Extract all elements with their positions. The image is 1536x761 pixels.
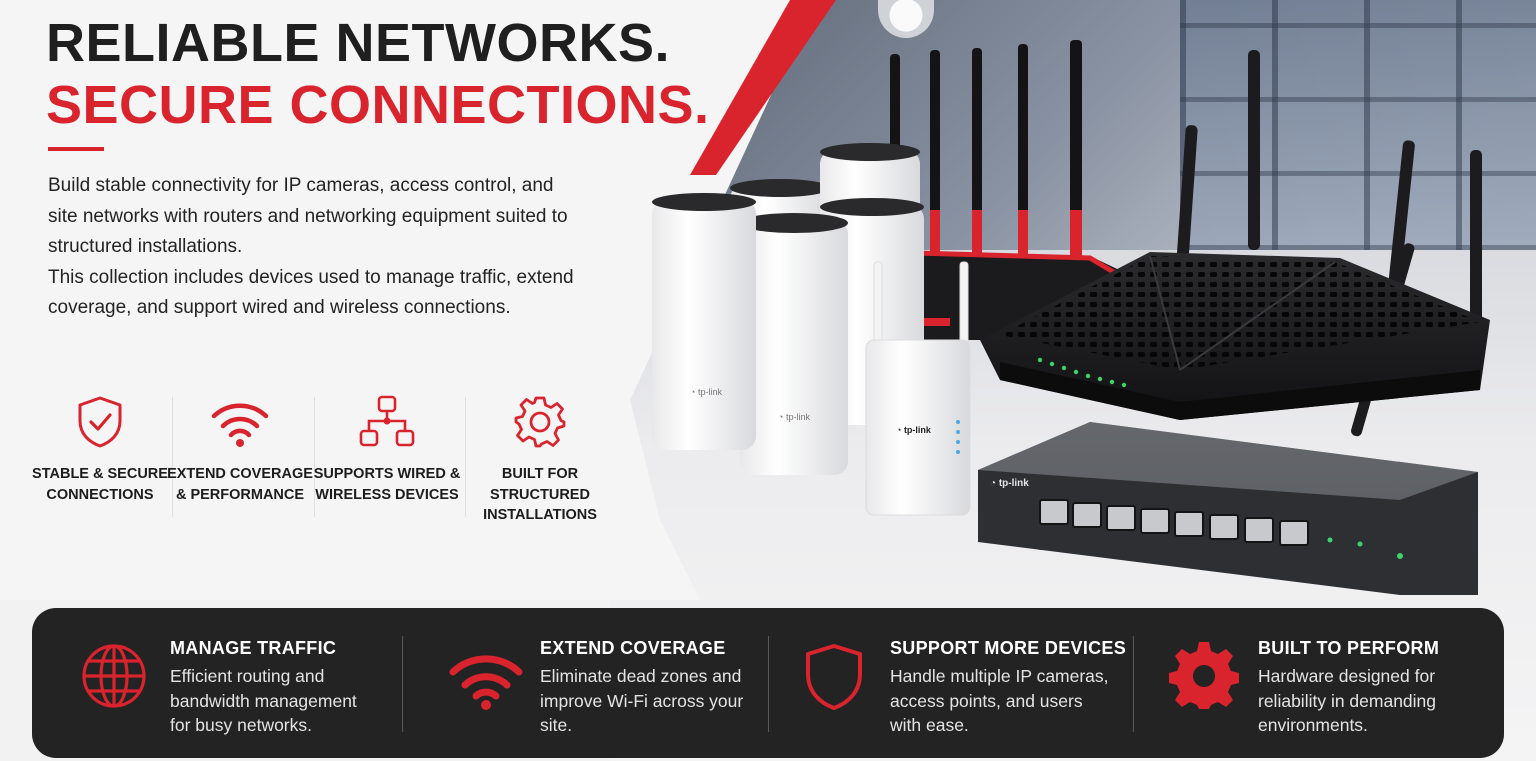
network-switch: ◔ tp-link <box>978 422 1478 595</box>
extender-brand: tp-link <box>904 425 932 435</box>
intro-paragraph-1: Build stable connectivity for IP cameras… <box>48 175 568 258</box>
feature-label: BUILT FOR STRUCTURED INSTALLATIONS <box>483 466 597 523</box>
benefits-bar: MANAGE TRAFFIC Efficient routing and ban… <box>32 608 1504 758</box>
feature-structured-installations: BUILT FOR STRUCTURED INSTALLATIONS <box>465 392 615 526</box>
feature-wired-wireless: SUPPORTS WIRED & WIRELESS DEVICES <box>312 392 462 505</box>
headline-line2: SECURE CONNECTIONS. <box>46 75 710 135</box>
benefit-title: SUPPORT MORE DEVICES <box>890 638 1127 658</box>
wifi-icon <box>448 648 524 715</box>
wifi-icon <box>165 392 315 452</box>
divider <box>172 397 173 517</box>
svg-text:◔ tp-link: ◔ tp-link <box>896 425 932 435</box>
benefit-description: Handle multiple IP cameras, access point… <box>890 666 1109 735</box>
network-topology-icon <box>312 392 462 452</box>
divider <box>1133 636 1134 732</box>
headline: RELIABLE NETWORKS. SECURE CONNECTIONS. <box>46 12 710 136</box>
divider <box>465 397 466 517</box>
main-router <box>980 50 1490 437</box>
intro-paragraph-2: This collection includes devices used to… <box>48 266 574 319</box>
networking-devices-image: ◔ tp-link ◔ tp-link ◔ tp-link ◔ tp-link <box>652 40 1490 595</box>
feature-extend-coverage: EXTEND COVERAGE & PERFORMANCE <box>165 392 315 505</box>
feature-row: STABLE & SECURE CONNECTIONS EXTEND COVER… <box>30 392 620 532</box>
shield-check-icon <box>25 392 175 452</box>
switch-brand: tp-link <box>999 478 1029 489</box>
benefit-built-to-perform: BUILT TO PERFORM Hardware designed for r… <box>1133 608 1504 758</box>
benefit-description: Efficient routing and bandwidth manageme… <box>170 666 357 735</box>
shield-icon <box>802 642 866 717</box>
svg-text:◔ tp-link: ◔ tp-link <box>690 387 722 397</box>
mesh-wifi-pods: ◔ tp-link ◔ tp-link <box>652 143 924 475</box>
benefit-title: MANAGE TRAFFIC <box>170 638 337 658</box>
benefit-title: EXTEND COVERAGE <box>540 638 726 658</box>
divider <box>314 397 315 517</box>
headline-line1: RELIABLE NETWORKS. <box>46 13 670 73</box>
benefit-extend-coverage: EXTEND COVERAGE Eliminate dead zones and… <box>402 608 768 758</box>
feature-label: STABLE & SECURE CONNECTIONS <box>32 466 168 503</box>
gear-icon <box>465 392 615 452</box>
pod-brand: tp-link <box>698 387 723 397</box>
divider <box>402 636 403 732</box>
intro-text: Build stable connectivity for IP cameras… <box>48 171 588 324</box>
svg-text:◔ tp-link: ◔ tp-link <box>778 412 810 422</box>
back-router <box>870 40 1140 340</box>
benefit-manage-traffic: MANAGE TRAFFIC Efficient routing and ban… <box>32 608 402 758</box>
benefit-support-more-devices: SUPPORT MORE DEVICES Handle multiple IP … <box>768 608 1134 758</box>
svg-text:◔ tp-link: ◔ tp-link <box>990 478 1029 489</box>
feature-label: SUPPORTS WIRED & WIRELESS DEVICES <box>313 466 461 503</box>
benefit-title: BUILT TO PERFORM <box>1258 638 1440 658</box>
benefit-description: Eliminate dead zones and improve Wi-Fi a… <box>540 666 744 735</box>
accent-rule <box>48 147 104 151</box>
gear-icon <box>1169 642 1239 717</box>
divider <box>768 636 769 732</box>
feature-stable-secure: STABLE & SECURE CONNECTIONS <box>25 392 175 505</box>
pod-brand: tp-link <box>786 412 811 422</box>
range-extender: ◔ tp-link <box>865 261 971 516</box>
feature-label: EXTEND COVERAGE & PERFORMANCE <box>167 466 313 503</box>
benefit-description: Hardware designed for reliability in dem… <box>1258 666 1437 735</box>
globe-icon <box>80 642 148 715</box>
